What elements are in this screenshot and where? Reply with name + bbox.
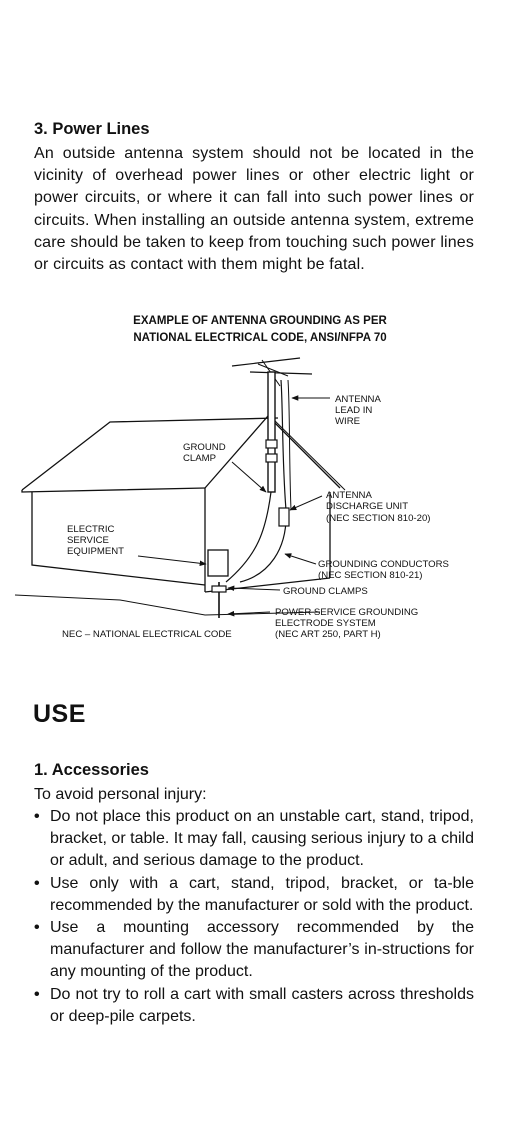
antenna-grounding-diagram: ANTENNA LEAD IN WIRE GROUND CLAMP ANTENN… bbox=[14, 357, 449, 640]
label-discharge-unit-3: (NEC SECTION 810-20) bbox=[326, 513, 431, 524]
label-electric-service-1: ELECTRIC bbox=[67, 524, 115, 535]
bullet-icon: • bbox=[34, 985, 40, 1003]
label-antenna-lead-in-1: ANTENNA bbox=[335, 394, 381, 405]
label-discharge-unit-1: ANTENNA bbox=[326, 490, 372, 501]
figure-title: EXAMPLE OF ANTENNA GROUNDING AS PER NATI… bbox=[60, 313, 460, 347]
accessories-intro: To avoid personal injury: bbox=[34, 786, 207, 803]
accessories-list: • Do not place this product on an unstabl… bbox=[34, 806, 474, 1028]
label-antenna-lead-in-2: LEAD IN bbox=[335, 405, 372, 416]
label-ground-clamp-2: CLAMP bbox=[183, 453, 216, 464]
label-electric-service-2: SERVICE bbox=[67, 535, 109, 546]
list-item: • Use only with a cart, stand, tripod, br… bbox=[34, 873, 474, 917]
label-electric-service-3: EQUIPMENT bbox=[67, 546, 124, 557]
label-antenna-lead-in-3: WIRE bbox=[335, 416, 360, 427]
diagram-labels: ANTENNA LEAD IN WIRE GROUND CLAMP ANTENN… bbox=[62, 394, 449, 640]
list-item: • Use a mounting accessory recommended by… bbox=[34, 917, 474, 984]
list-item-text: Use only with a cart, stand, tripod, bra… bbox=[50, 874, 474, 914]
antenna-mast bbox=[207, 357, 313, 618]
bullet-icon: • bbox=[34, 874, 40, 892]
label-power-service-2: ELECTRODE SYSTEM bbox=[275, 618, 376, 629]
power-lines-heading: 3. Power Lines bbox=[34, 120, 150, 138]
bullet-icon: • bbox=[34, 808, 40, 825]
accessories-heading: 1. Accessories bbox=[34, 761, 149, 779]
figure-title-line-2: NATIONAL ELECTRICAL CODE, ANSI/NFPA 70 bbox=[133, 332, 387, 344]
label-nec-note: NEC – NATIONAL ELECTRICAL CODE bbox=[62, 629, 232, 640]
label-ground-clamp-1: GROUND bbox=[183, 442, 226, 453]
label-power-service-3: (NEC ART 250, PART H) bbox=[275, 629, 381, 640]
power-lines-paragraph: An outside antenna system should not be … bbox=[34, 145, 474, 274]
figure-title-line-1: EXAMPLE OF ANTENNA GROUNDING AS PER bbox=[133, 315, 387, 327]
list-item-text: Do not try to roll a cart with small cas… bbox=[50, 985, 474, 1025]
label-grounding-conductors-1: GROUNDING CONDUCTORS bbox=[318, 559, 449, 570]
bullet-icon: • bbox=[34, 919, 40, 937]
label-power-service-1: POWER SERVICE GROUNDING bbox=[275, 607, 418, 618]
list-item-text: Use a mounting accessory recommended by … bbox=[50, 919, 474, 981]
list-item: • Do not place this product on an unstabl… bbox=[34, 806, 474, 873]
diagram-leader-arrows bbox=[137, 395, 330, 617]
label-grounding-conductors-2: (NEC SECTION 810-21) bbox=[318, 570, 423, 581]
use-heading: USE bbox=[33, 700, 86, 728]
label-discharge-unit-2: DISCHARGE UNIT bbox=[326, 501, 408, 512]
list-item-text: Do not place this product on an unstable… bbox=[50, 808, 474, 870]
list-item: • Do not try to roll a cart with small ca… bbox=[34, 984, 474, 1028]
label-ground-clamps: GROUND CLAMPS bbox=[283, 586, 368, 597]
